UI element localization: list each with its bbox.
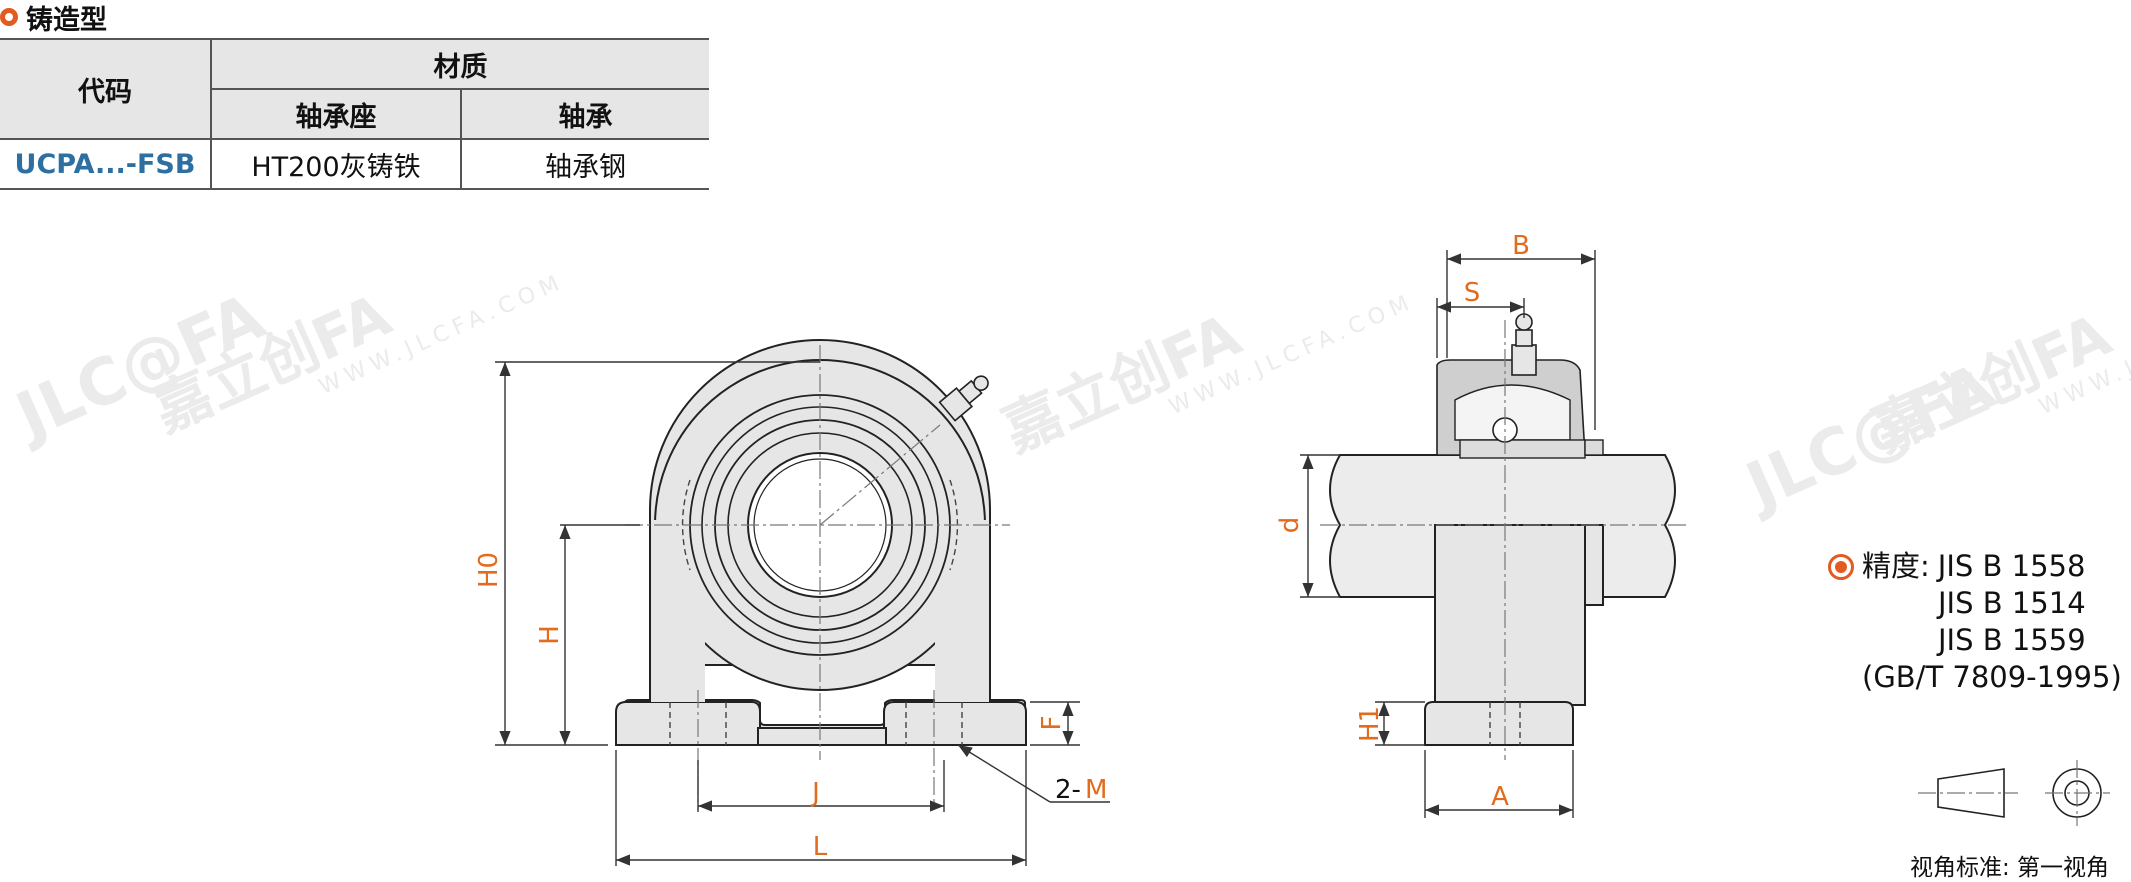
dim-h0: H0 [474,552,504,588]
dim-m-prefix: 2- [1055,775,1081,805]
precision-standard: JIS B 1514 [1938,586,2086,620]
first-angle-projection-icon [1918,760,2110,826]
side-view: B S d H1 A [1275,231,1690,818]
material-table: 代码 材质 轴承座 轴承 UCPA...-FSB HT200灰铸铁 轴承钢 [0,38,709,190]
precision-label: 精度: [1862,549,1930,583]
dim-b: B [1512,231,1530,261]
precision-standard: (GB/T 7809-1995) [1862,660,2122,694]
ring-bullet-icon [0,8,18,26]
precision-standards: 精度: JIS B 1558 JIS B 1514 JIS B 1559 (GB… [1828,548,2122,696]
dim-l: L [813,832,828,862]
dim-m: M [1085,775,1107,805]
header-code: 代码 [0,38,212,140]
dim-f: F [1037,716,1067,731]
table-subheader-row: 轴承座 轴承 [0,88,709,140]
view-standard-label: 视角标准: 第一视角 [1910,855,2110,881]
header-bearing: 轴承 [460,88,709,140]
cell-bearing: 轴承钢 [460,138,709,190]
precision-row: 精度: JIS B 1558 [1828,548,2122,585]
table-row: UCPA...-FSB HT200灰铸铁 轴承钢 [0,138,709,190]
dim-h: H [535,625,565,645]
dim-d: d [1275,517,1305,534]
precision-standard: JIS B 1558 [1937,549,2086,583]
front-view: H0 H F J L 2- M [474,339,1110,866]
dim-a: A [1491,782,1509,812]
header-housing: 轴承座 [211,88,462,140]
cell-code: UCPA...-FSB [0,138,212,190]
dim-h0-label: H0 [474,552,504,588]
section-title: 铸造型 [0,0,107,36]
dim-j: J [810,778,820,808]
dim-s: S [1464,278,1481,308]
header-material: 材质 [210,38,709,90]
section-title-text: 铸造型 [26,4,107,36]
precision-standard: JIS B 1559 [1938,623,2086,657]
dim-h1: H1 [1355,706,1385,742]
cell-housing: HT200灰铸铁 [210,138,462,190]
dot-bullet-icon [1828,553,1854,580]
table-header-row: 代码 材质 [0,38,709,140]
